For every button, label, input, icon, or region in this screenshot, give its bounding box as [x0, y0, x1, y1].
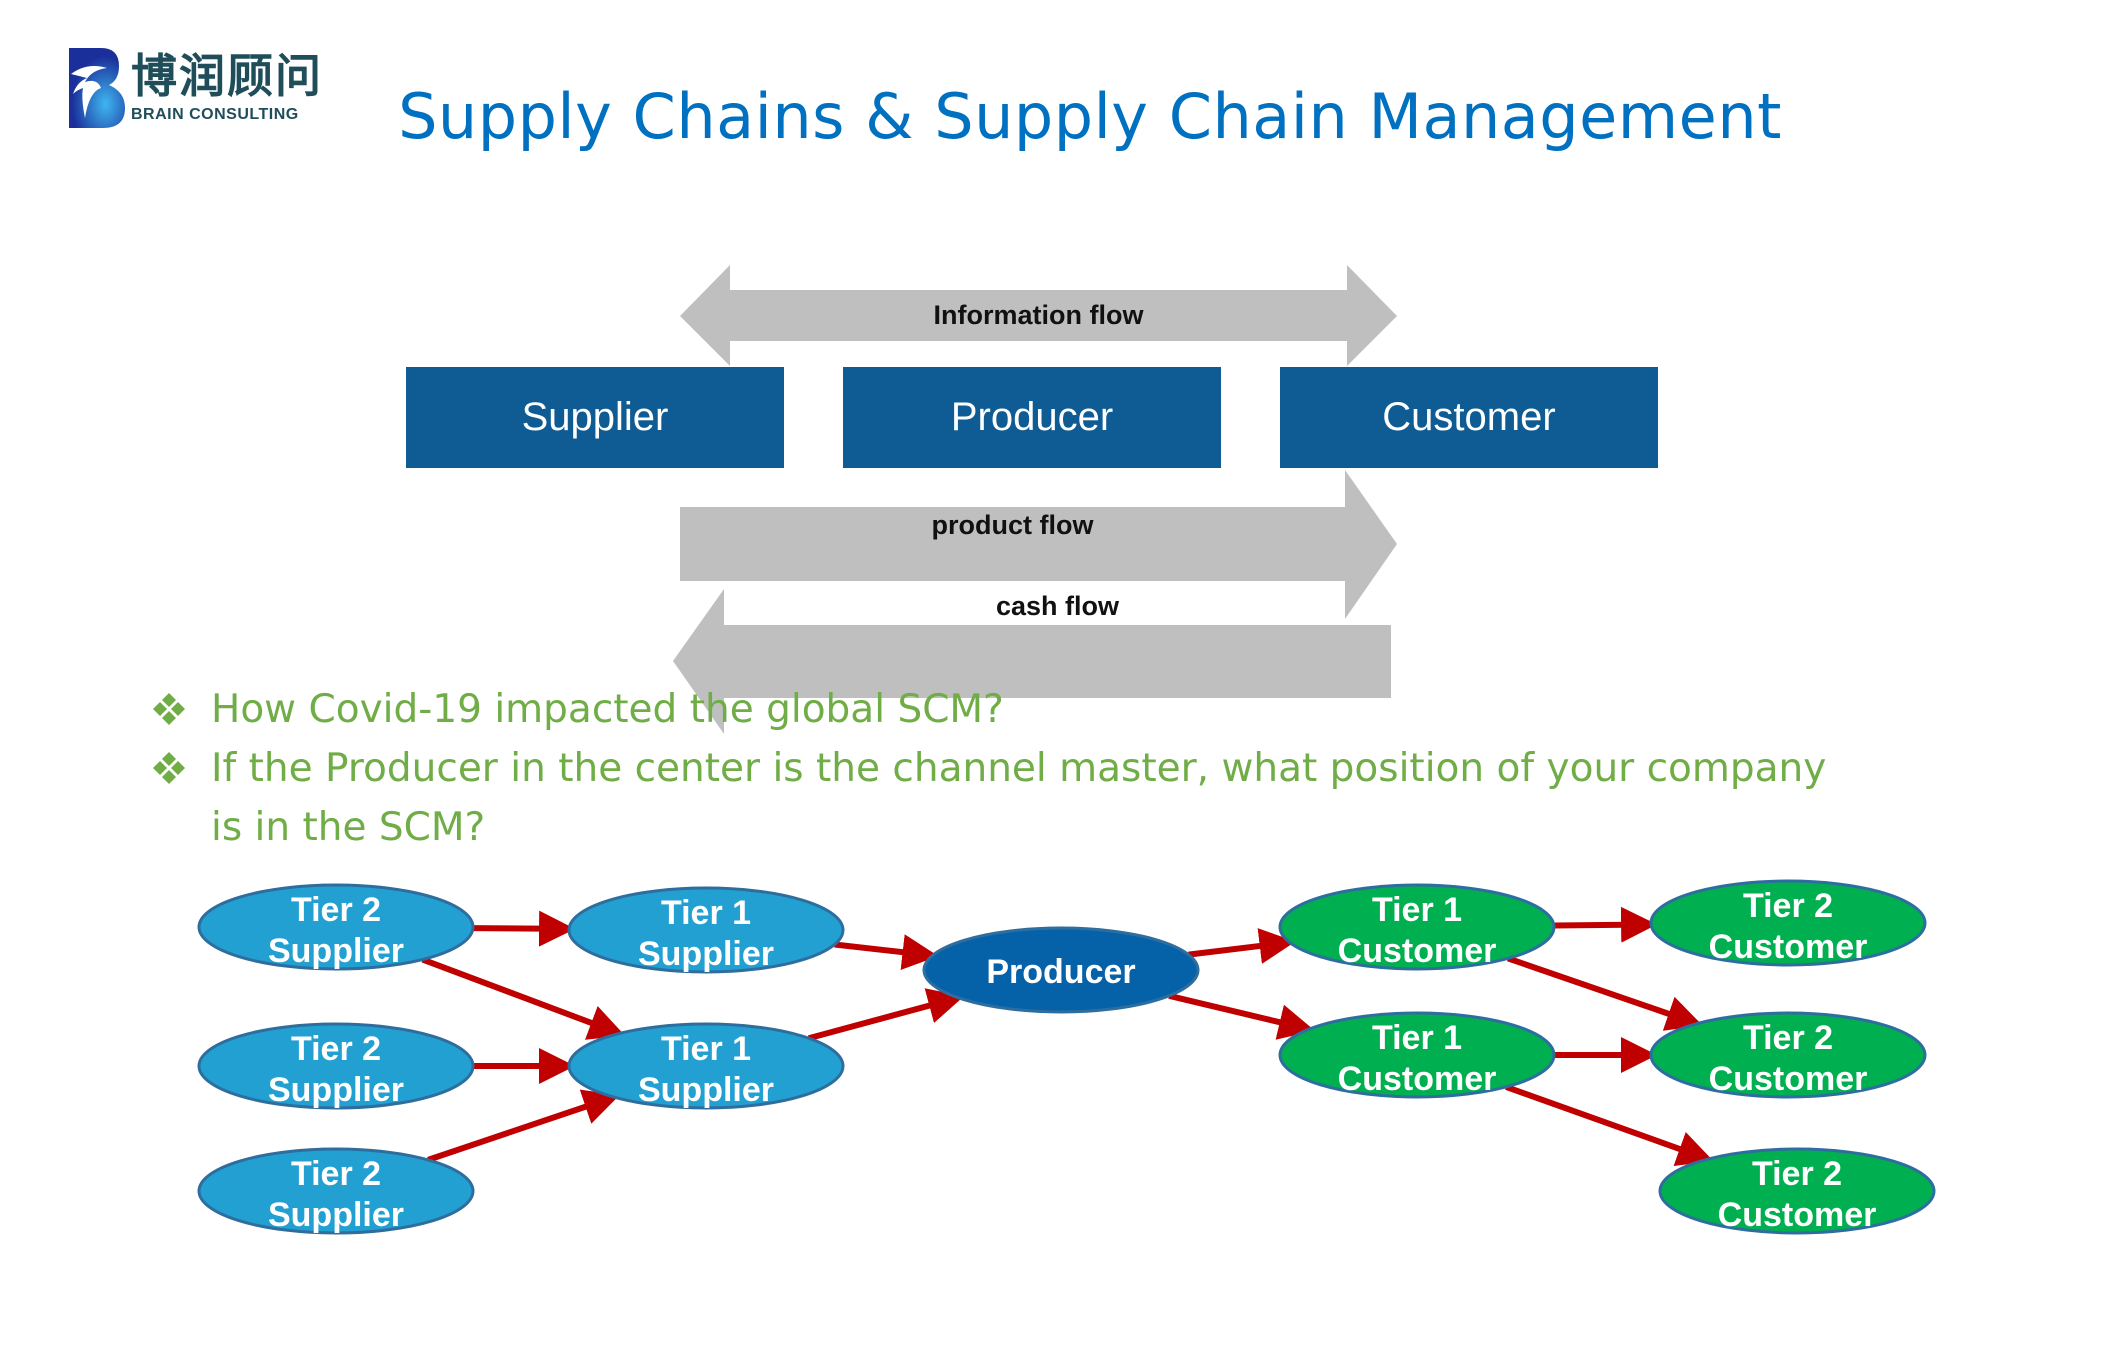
node-label: Tier 2	[1743, 887, 1833, 925]
node-ellipse	[567, 886, 845, 974]
node-ellipse	[1649, 1011, 1927, 1099]
flow-arrows	[673, 265, 1397, 734]
flow-edge-arrow	[421, 956, 625, 1040]
product-flow-arrow	[680, 470, 1397, 619]
flow-edge-arrow	[1553, 906, 1658, 943]
diamond-bullet-icon	[153, 693, 185, 725]
question-text: How Covid-19 impacted the global SCM?	[211, 687, 1004, 732]
node-label: Customer	[1709, 928, 1868, 966]
node-label: Customer	[1718, 1196, 1877, 1234]
brand-logo: 博润顾问 BRAIN CONSULTING	[67, 48, 321, 128]
question-item: If the Producer in the center is the cha…	[152, 739, 1851, 857]
flow-edge-arrow	[834, 934, 939, 971]
node-label: Supplier	[638, 935, 774, 973]
node-ellipse	[567, 1022, 845, 1110]
cash-flow-label: cash flow	[995, 591, 1120, 621]
node-ellipse	[1649, 879, 1927, 967]
node-label: Customer	[1709, 1060, 1868, 1098]
node-label: Tier 1	[1372, 891, 1462, 929]
node-label: Tier 2	[291, 1030, 381, 1068]
node-label: Tier 2	[1743, 1019, 1833, 1057]
question-text: If the Producer in the center is the cha…	[211, 746, 1827, 850]
flow-edge-arrow	[472, 910, 576, 947]
node-ellipse	[197, 883, 475, 971]
node-ellipse	[1278, 883, 1556, 971]
node-label: Tier 1	[661, 894, 751, 932]
node-ellipse	[922, 926, 1200, 1014]
information-flow-arrow	[680, 265, 1397, 366]
logo-english-name: BRAIN CONSULTING	[131, 106, 299, 123]
node-label: Supplier	[638, 1071, 774, 1109]
flow-edge-arrow	[1168, 992, 1315, 1040]
customer-box: Customer	[1280, 367, 1658, 468]
diamond-bullet-icon	[153, 752, 185, 784]
node-label: Supplier	[268, 1196, 404, 1234]
node-ellipse	[197, 1147, 475, 1235]
node-label: Supplier	[268, 1071, 404, 1109]
product-flow-label: product flow	[931, 510, 1094, 540]
question-item: How Covid-19 impacted the global SCM?	[152, 680, 1851, 739]
producer-box: Producer	[843, 367, 1221, 468]
flow-edge-arrow	[1188, 928, 1296, 964]
logo-chinese-name: 博润顾问	[131, 49, 323, 103]
node-label: Tier 1	[1372, 1019, 1462, 1057]
node-ellipse	[197, 1022, 475, 1110]
flow-edge-arrow	[1505, 1084, 1714, 1166]
node-label: Producer	[986, 953, 1135, 991]
slide-title: Supply Chains & Supply Chain Management	[398, 80, 1782, 153]
cash-flow-arrow	[673, 589, 1391, 734]
node-label: Customer	[1338, 1060, 1497, 1098]
node-label: Tier 2	[291, 1155, 381, 1193]
node-label: Tier 1	[661, 1030, 751, 1068]
flow-edge-arrow	[807, 988, 965, 1042]
node-label: Tier 2	[291, 891, 381, 929]
node-label: Supplier	[268, 932, 404, 970]
node-label: Tier 2	[1752, 1155, 1842, 1193]
supplier-box: Supplier	[406, 367, 784, 468]
node-ellipse	[1278, 1011, 1556, 1099]
producer-node: Producer	[922, 926, 1200, 1014]
information-flow-label: Information flow	[933, 300, 1144, 330]
node-ellipse	[1658, 1147, 1936, 1235]
brain-consulting-logo-icon	[69, 48, 125, 128]
flow-edge-arrow	[1507, 955, 1703, 1031]
flow-edge-arrow	[427, 1089, 620, 1163]
node-label: Customer	[1338, 932, 1497, 970]
